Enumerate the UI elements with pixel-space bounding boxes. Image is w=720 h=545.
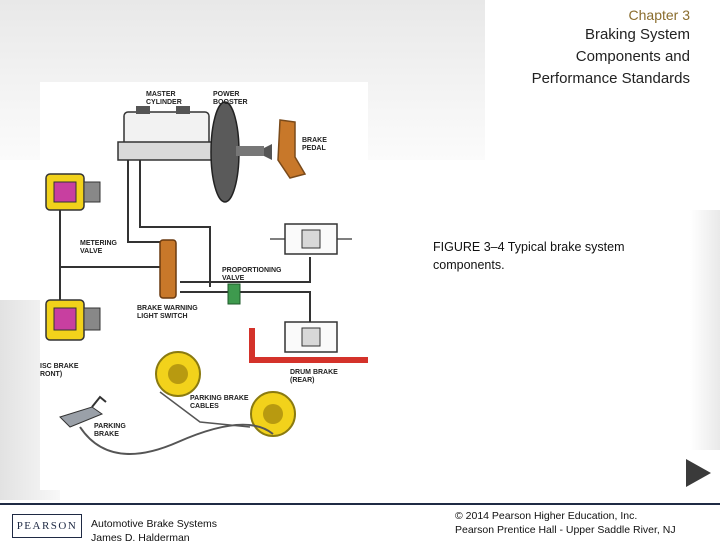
- label-disc-brake-2: RONT): [40, 371, 62, 378]
- footer-author: James D. Halderman: [91, 532, 190, 544]
- drum-brake-rear-icon: [249, 321, 375, 363]
- label-parking-brake-1: PARKING: [94, 423, 126, 430]
- label-parking-brake-2: BRAKE: [94, 431, 119, 438]
- background-gradient-right: [690, 210, 720, 450]
- footer-book-title: Automotive Brake Systems: [91, 518, 218, 530]
- next-slide-button[interactable]: [684, 458, 712, 488]
- label-metering-valve-1: METERING: [80, 240, 118, 247]
- parking-drum-left-icon: [155, 351, 201, 397]
- proportioning-valve-icon: [227, 283, 241, 305]
- label-parking-cables-1: PARKING BRAKE: [190, 395, 249, 402]
- parking-brake-lever-icon: [59, 395, 107, 428]
- chapter-label: Chapter 3: [628, 7, 690, 23]
- figure-caption-line-2: components.: [433, 258, 505, 272]
- slide-title-line-3: Performance Standards: [531, 70, 690, 87]
- footer: [0, 505, 720, 540]
- footer-divider: [0, 503, 720, 505]
- play-triangle-icon: [686, 459, 711, 487]
- slide-title-line-2: Components and: [575, 48, 690, 65]
- parking-brake-cable-branch-icon: [159, 391, 251, 428]
- slide-title-line-1: Braking System: [584, 26, 690, 43]
- figure-caption-line-1: FIGURE 3–4 Typical brake system: [433, 240, 625, 254]
- front-disc-brake-upper-icon: [45, 173, 101, 211]
- front-disc-brake-lower-icon: [45, 299, 101, 341]
- label-power-booster-1: POWER: [213, 91, 239, 98]
- label-metering-valve-2: VALVE: [80, 248, 103, 255]
- rear-wheel-cylinder-upper-icon: [270, 223, 352, 255]
- footer-copyright-info: © 2014 Pearson Higher Education, Inc. Pe…: [455, 509, 715, 537]
- label-brake-pedal-2: PEDAL: [302, 145, 326, 152]
- label-master-cylinder-1: MASTER: [146, 91, 176, 98]
- power-booster-icon: [210, 101, 272, 203]
- brake-pedal-icon: [277, 119, 307, 179]
- brake-system-diagram: MASTER CYLINDER POWER BOOSTER BRAKE PEDA…: [40, 91, 375, 455]
- figure-caption: FIGURE 3–4 Typical brake system componen…: [433, 238, 673, 274]
- pearson-logo: PEARSON: [12, 514, 82, 538]
- label-drum-brake-2: (REAR): [290, 377, 315, 384]
- label-master-cylinder-2: CYLINDER: [146, 99, 182, 106]
- brake-system-figure: MASTER CYLINDER POWER BOOSTER BRAKE PEDA…: [40, 82, 375, 490]
- slide-header: Chapter 3 Braking System Components and …: [532, 6, 690, 90]
- label-proportioning-valve-2: VALVE: [222, 275, 245, 282]
- footer-publisher: Pearson Prentice Hall - Upper Saddle Riv…: [455, 524, 676, 536]
- label-power-booster-2: BOOSTER: [213, 99, 248, 106]
- label-brake-warning-2: LIGHT SWITCH: [137, 313, 188, 320]
- label-proportioning-valve-1: PROPORTIONING: [222, 267, 282, 274]
- label-parking-cables-2: CABLES: [190, 403, 219, 410]
- parking-drum-right-icon: [250, 391, 296, 437]
- label-brake-warning-1: BRAKE WARNING: [137, 305, 198, 312]
- master-cylinder-icon: [117, 106, 219, 161]
- label-disc-brake-1: ISC BRAKE: [40, 363, 79, 370]
- combination-valve-icon: [159, 239, 177, 299]
- label-brake-pedal-1: BRAKE: [302, 137, 327, 144]
- footer-book-info: Automotive Brake Systems James D. Halder…: [91, 517, 217, 545]
- footer-copyright: © 2014 Pearson Higher Education, Inc.: [455, 510, 638, 522]
- label-drum-brake-1: DRUM BRAKE: [290, 369, 338, 376]
- parking-brake-cable-icon: [79, 423, 274, 455]
